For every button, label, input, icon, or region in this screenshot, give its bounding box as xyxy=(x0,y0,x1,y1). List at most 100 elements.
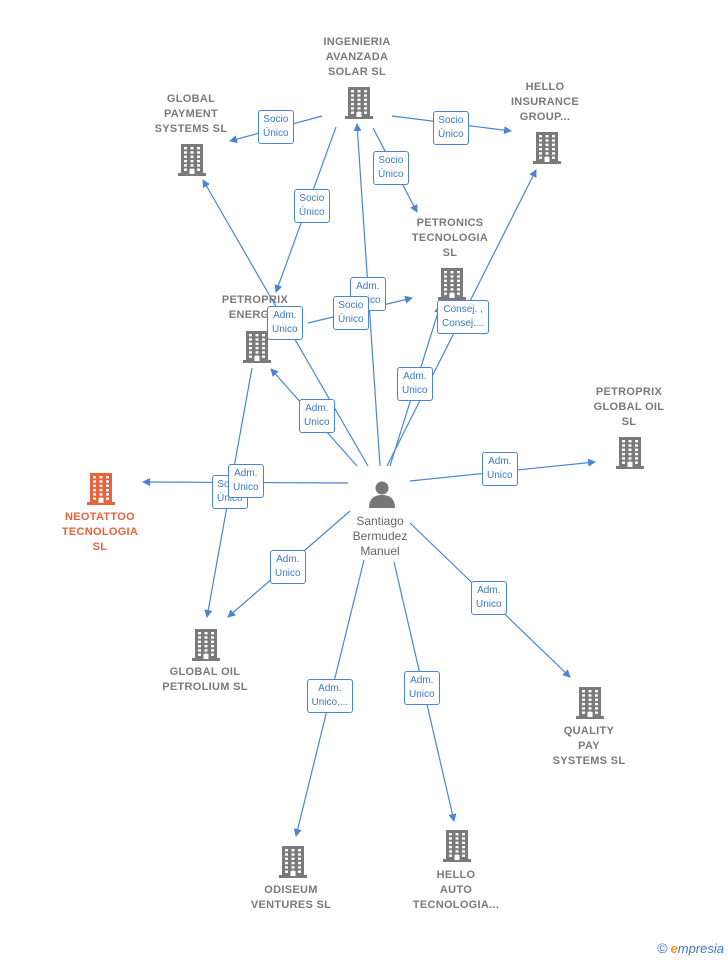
relation-label-line: Unico xyxy=(402,385,428,396)
relation-label-line: Adm. xyxy=(488,456,512,467)
relation-label-line: Adm. xyxy=(477,585,501,596)
edges-layer xyxy=(142,115,596,837)
company-building-icon[interactable] xyxy=(442,828,472,867)
relation-label-line: Consej. , xyxy=(443,304,483,315)
company-building-icon[interactable] xyxy=(177,142,207,181)
relation-label[interactable]: Adm. Unico xyxy=(397,367,433,401)
relation-label-line: Consej.... xyxy=(442,318,485,329)
company-name-line: SL xyxy=(621,415,637,428)
relation-label-line: Socio xyxy=(438,115,464,126)
relation-label-line: Único xyxy=(217,493,243,504)
company-label-global-payment[interactable]: GLOBAL PAYMENT SYSTEMS SL xyxy=(131,92,251,137)
company-building-icon[interactable] xyxy=(278,844,308,883)
company-name-line: SYSTEMS SL xyxy=(552,754,626,767)
company-name-line: TECNOLOGIA... xyxy=(412,898,500,911)
company-name-line: GLOBAL OIL xyxy=(593,400,665,413)
relation-label-line: Adm. xyxy=(276,554,300,565)
company-name-line: HELLO xyxy=(436,868,476,881)
company-name-line: INGENIERIA xyxy=(323,35,391,48)
relation-label-line: Unico xyxy=(304,417,330,428)
person-name-line: Bermudez xyxy=(352,528,408,543)
relation-label-line: Único xyxy=(378,169,404,180)
copyright-icon: © xyxy=(657,940,668,956)
company-building-icon[interactable] xyxy=(242,329,272,368)
company-label-petroprix-global[interactable]: PETROPRIX GLOBAL OIL SL xyxy=(569,385,689,430)
company-name-line: GLOBAL xyxy=(166,92,216,105)
company-name-line: PAYMENT xyxy=(163,107,219,120)
relation-label-line: Unico xyxy=(487,470,513,481)
company-name-line: PETROPRIX xyxy=(595,385,663,398)
relation-label-line: Adm. xyxy=(318,683,342,694)
company-building-icon[interactable] xyxy=(86,471,116,510)
relation-label[interactable]: Adm. Unico xyxy=(471,581,507,615)
relation-label-line: Adm. xyxy=(356,281,380,292)
company-name-line: ODISEUM xyxy=(264,884,318,896)
company-name-line: SYSTEMS SL xyxy=(154,122,228,135)
company-name-line: SOLAR SL xyxy=(327,65,386,78)
company-label-quality-pay[interactable]: QUALITY PAY SYSTEMS SL xyxy=(529,724,649,769)
company-name-line: TECNOLOGIA xyxy=(411,231,489,244)
relation-label-line: Socio xyxy=(299,193,325,204)
company-name-line: AVANZADA xyxy=(325,50,389,63)
company-name-line: NEOTATTOO xyxy=(65,510,135,523)
person-name-line: Santiago xyxy=(356,513,404,528)
company-name-line: PAY xyxy=(578,739,600,752)
company-name-line: QUALITY xyxy=(563,724,615,737)
company-name-line: VENTURES SL xyxy=(250,899,332,911)
relation-label-line: Socio xyxy=(263,114,289,125)
company-name-line: GROUP... xyxy=(519,110,571,123)
company-name-line: HELLO xyxy=(525,80,565,93)
relation-label-line: Socio xyxy=(378,155,404,166)
company-label-petronics[interactable]: PETRONICS TECNOLOGIA SL xyxy=(390,216,510,261)
company-name-line: PETROPRIX xyxy=(221,294,289,306)
brand-logo-initial: e xyxy=(670,941,678,956)
relation-label[interactable]: Adm. Unico xyxy=(404,671,440,705)
company-name-line: SL xyxy=(442,246,458,259)
relation-label-line: Unico,... xyxy=(311,697,349,708)
company-label-odiseum[interactable]: ODISEUM VENTURES SL xyxy=(231,883,351,913)
company-name-line: PETROLIUM SL xyxy=(162,681,248,693)
company-label-ingenieria[interactable]: INGENIERIA AVANZADA SOLAR SL xyxy=(297,35,417,80)
relation-label-line: Único xyxy=(299,207,325,218)
relation-label-line: Adm. xyxy=(403,371,427,382)
company-building-icon[interactable] xyxy=(575,685,605,724)
company-building-icon[interactable] xyxy=(532,130,562,169)
relation-label-line: Adm. xyxy=(273,310,297,321)
relation-label[interactable]: Consej. , Consej.... xyxy=(437,300,490,334)
relation-label-line: Adm. xyxy=(234,468,258,479)
company-building-icon[interactable] xyxy=(344,85,374,124)
company-name-line: PETRONICS xyxy=(416,216,484,229)
relation-label[interactable]: Adm. Unico xyxy=(482,452,518,486)
relation-label[interactable]: Adm. Unico xyxy=(267,306,303,340)
company-building-icon[interactable] xyxy=(437,266,467,305)
relation-label-line: Adm. xyxy=(305,403,329,414)
relation-label[interactable]: Adm. Unico,... xyxy=(306,679,354,713)
company-name-line: TECNOLOGIA xyxy=(61,525,139,538)
company-label-neotattoo[interactable]: NEOTATTOO TECNOLOGIA SL xyxy=(40,510,160,555)
relation-label-line: Único xyxy=(338,314,364,325)
relation-label-line: Unico xyxy=(476,599,502,610)
company-building-icon[interactable] xyxy=(615,435,645,474)
relation-label-line: Unico xyxy=(233,482,259,493)
relation-label-line: Único xyxy=(438,129,464,140)
relation-label-line: Adm. xyxy=(410,675,434,686)
relation-label-line: Unico xyxy=(272,324,298,335)
company-name-line: SL xyxy=(92,540,108,553)
relation-label-line: Unico xyxy=(409,689,435,700)
relation-label[interactable]: Adm. Unico xyxy=(228,464,264,498)
relation-label[interactable]: Adm.Unico xyxy=(270,550,306,584)
company-building-icon[interactable] xyxy=(191,627,221,666)
person-icon[interactable] xyxy=(367,479,397,514)
company-label-hello-auto[interactable]: HELLO AUTO TECNOLOGIA... xyxy=(396,868,516,913)
company-name-line: AUTO xyxy=(439,883,473,896)
brand-logo-text: mpresia xyxy=(677,941,724,956)
relation-label[interactable]: Adm. Unico xyxy=(299,399,335,433)
